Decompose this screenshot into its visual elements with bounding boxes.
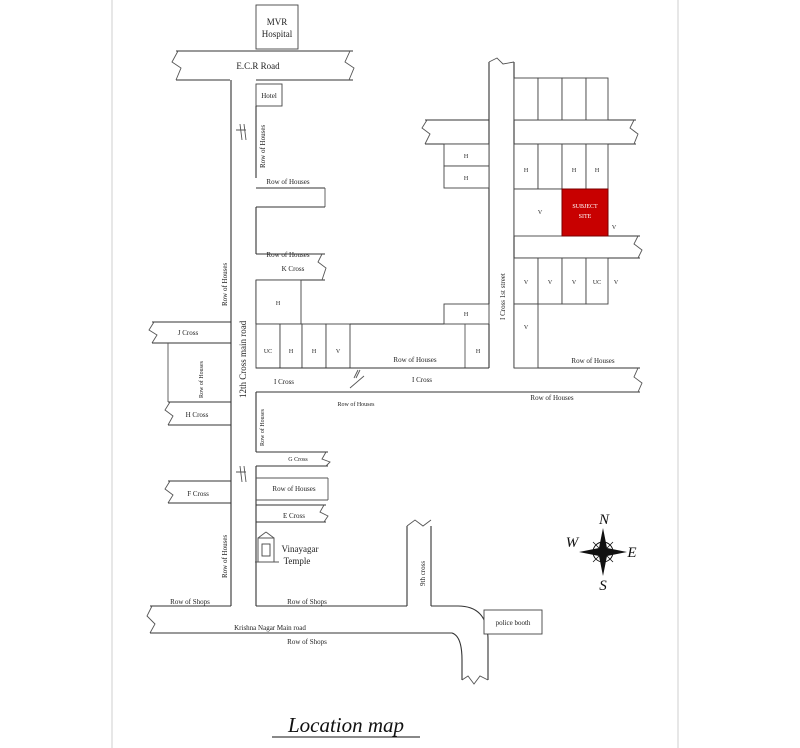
compass-s: S: [599, 578, 607, 594]
hotel-box: [255, 83, 283, 107]
house-box-h-7: [443, 165, 490, 189]
row-of-houses-1: Row of Houses: [266, 178, 309, 186]
i-cross-label-1: I Cross: [274, 378, 294, 386]
mvr-hospital-label-2: Hospital: [262, 29, 293, 39]
i-cross-1st-street-label: I Cross 1st street: [499, 273, 507, 320]
krishna-nagar-main-road-label: Krishna Nagar Main road: [234, 624, 306, 632]
temple-label-1: Vinayagar: [282, 544, 319, 554]
police-booth-box: [483, 609, 543, 635]
houses-block-left: [255, 279, 490, 369]
f-cross: [164, 480, 231, 504]
j-cross: [148, 321, 231, 344]
row-of-houses-7: Row of Houses: [272, 485, 315, 493]
top-cross-road: [421, 119, 639, 145]
row-of-shops-1: Row of Shops: [170, 598, 210, 606]
police-booth-label: police booth: [496, 619, 531, 627]
compass-rose-icon: [579, 528, 627, 576]
cross-9th: [406, 519, 432, 606]
row-of-houses-4: Row of Houses: [338, 401, 376, 408]
row-of-houses-5: Row of Houses: [530, 394, 573, 402]
compass-n: N: [598, 512, 610, 528]
g-cross-label: G Cross: [288, 457, 308, 463]
row-of-shops-3: Row of Shops: [287, 638, 327, 646]
house-v-7: V: [614, 280, 619, 286]
house-h-6: H: [464, 154, 469, 160]
row-of-houses-left-2: Row of Houses: [221, 535, 229, 578]
row-of-houses-vert-g: Row of Houses: [259, 408, 266, 446]
f-cross-label: F Cross: [187, 490, 209, 498]
row-of-houses-3: Row of Houses: [393, 356, 436, 364]
row-of-houses-left-1: Row of Houses: [221, 263, 229, 306]
hotel-label: Hotel: [261, 92, 277, 100]
compass-e: E: [626, 545, 636, 561]
house-h-1: H: [276, 301, 281, 307]
compass-w: W: [566, 535, 580, 551]
house-uc-1: UC: [264, 349, 272, 355]
i-cross: [256, 367, 643, 393]
house-v-8: V: [524, 325, 529, 331]
krishna-nagar-main-road: [146, 605, 489, 685]
cross-9th-label: 9th cross: [419, 561, 427, 586]
plots-top-right: [513, 77, 609, 121]
house-v-4: V: [524, 280, 529, 286]
h-cross-label: H Cross: [186, 411, 209, 419]
house-h-9: H: [572, 168, 577, 174]
plots-mid-right: [513, 143, 643, 259]
subject-site-label-1: SUBJECT: [572, 204, 598, 210]
house-h-2: H: [289, 349, 294, 355]
row-of-shops-2: Row of Shops: [287, 598, 327, 606]
j-cross-label: J Cross: [178, 329, 199, 337]
house-h-5: H: [476, 349, 481, 355]
mvr-hospital-box: [255, 4, 299, 50]
temple-icon: [255, 531, 279, 563]
house-uc-2: UC: [593, 280, 601, 286]
house-v-6: V: [572, 280, 577, 286]
subject-site-label-2: SITE: [579, 214, 592, 220]
map-title: Location map: [287, 713, 404, 737]
house-v-1: V: [336, 349, 341, 355]
ecr-road-label: E.C.R Road: [236, 61, 280, 71]
g-cross: [256, 451, 331, 467]
main-road-12th-label: 12th Cross main road: [238, 320, 248, 398]
house-h-7: H: [464, 176, 469, 182]
k-cross-label: K Cross: [282, 265, 305, 273]
e-cross-label: E Cross: [283, 512, 305, 520]
mvr-hospital-label-1: MVR: [267, 17, 288, 27]
ecr-road: [171, 50, 355, 81]
e-cross: [256, 504, 329, 523]
subject-site: [561, 188, 609, 237]
house-h-10: H: [595, 168, 600, 174]
row-of-houses-vert-mid: Row of Houses: [198, 360, 205, 398]
house-v-5: V: [548, 280, 553, 286]
row-of-houses-6: Row of Houses: [571, 357, 614, 365]
row-of-houses-vert-top: Row of Houses: [259, 125, 267, 168]
row-of-houses-2: Row of Houses: [266, 251, 309, 259]
house-v-3: V: [612, 225, 617, 231]
i-cross-1st-street: [488, 57, 515, 368]
temple-label-2: Temple: [284, 556, 311, 566]
house-h-3: H: [312, 349, 317, 355]
house-h-4: H: [464, 312, 469, 318]
house-h-8: H: [524, 168, 529, 174]
h-cross: [164, 401, 231, 426]
i-cross-label-2: I Cross: [412, 376, 432, 384]
plots-lower-right: [513, 257, 609, 369]
house-v-2: V: [538, 210, 543, 216]
